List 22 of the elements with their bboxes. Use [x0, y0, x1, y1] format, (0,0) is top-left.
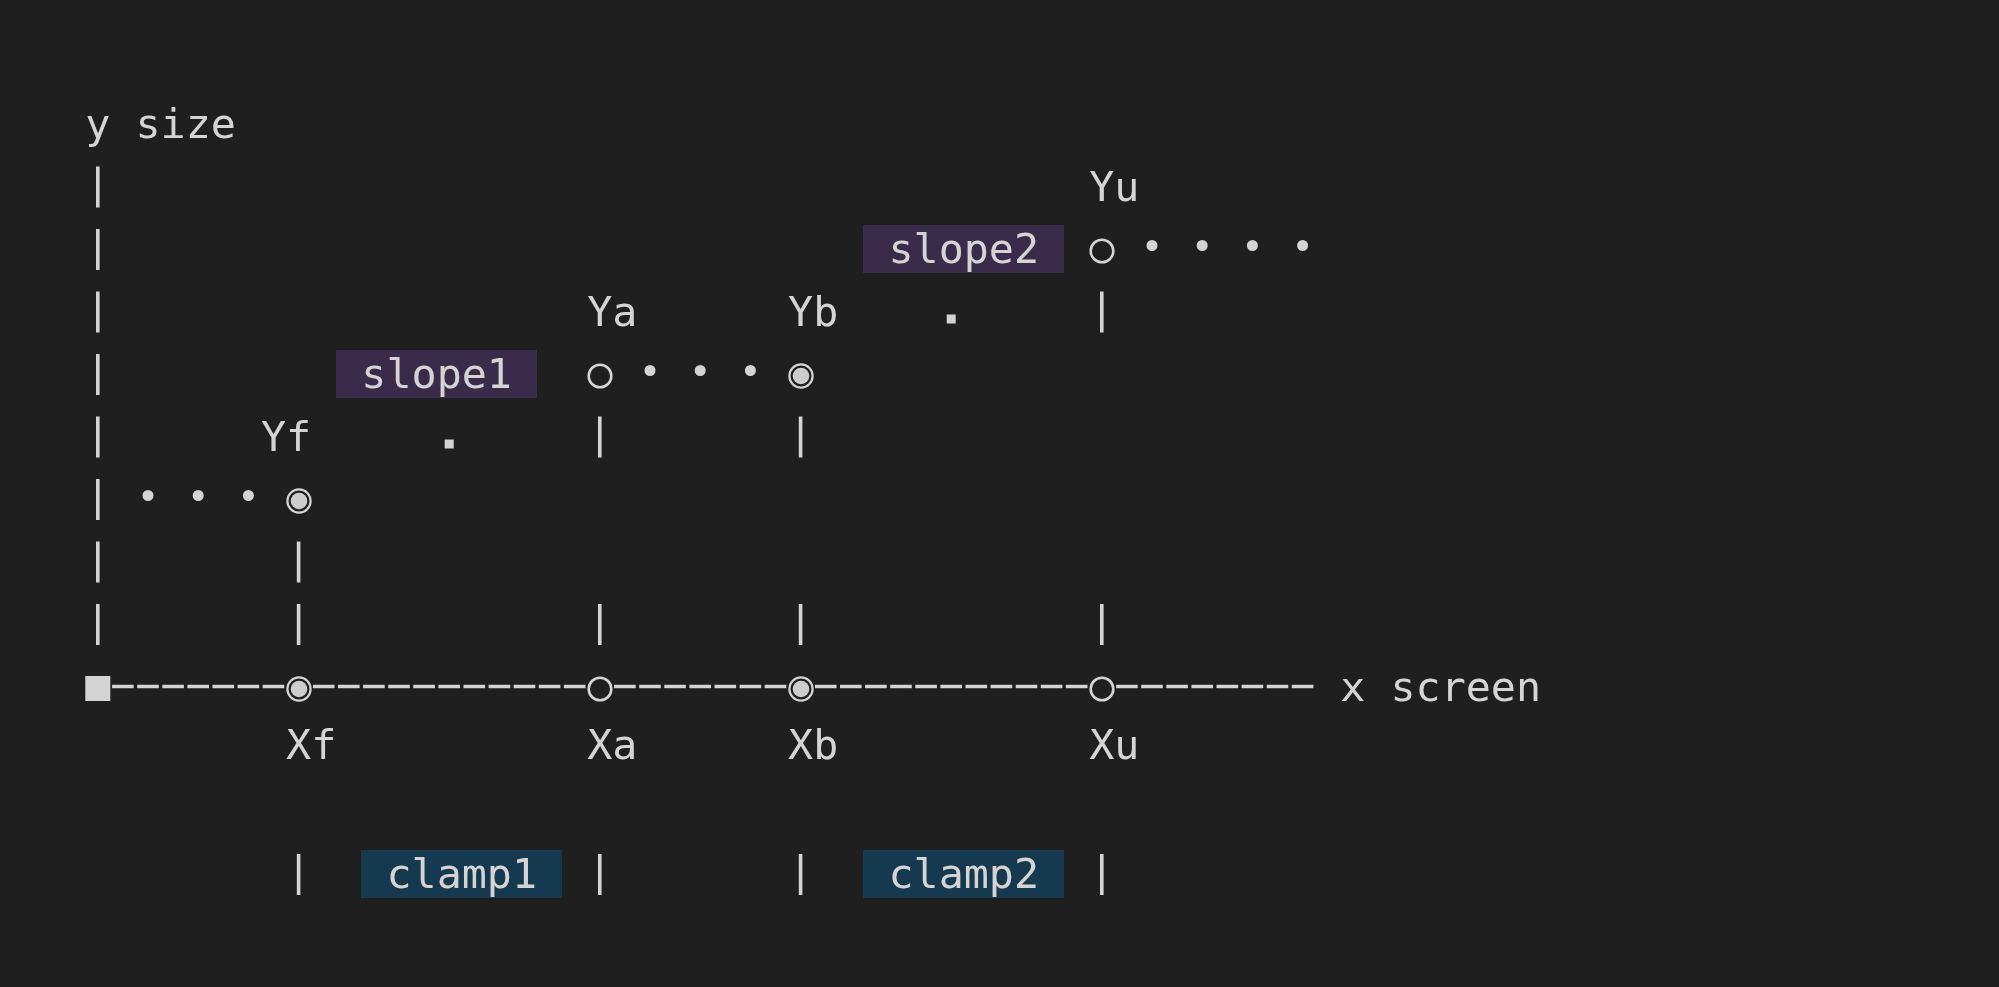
- highlighted-label: slope1: [336, 350, 538, 398]
- point-label: Yf: [260, 412, 312, 461]
- point-label: Xu: [1089, 721, 1140, 769]
- point-label: Yb: [788, 287, 839, 336]
- highlighted-label: clamp1: [361, 850, 563, 898]
- open-point-marker: [1088, 675, 1115, 702]
- axis-label: y size: [85, 100, 236, 148]
- filled-point-marker: [285, 488, 312, 514]
- filled-point-marker: [787, 675, 814, 702]
- axis-label: x screen: [1340, 662, 1542, 711]
- point-label: Xa: [587, 721, 638, 769]
- open-point-marker: [586, 675, 613, 702]
- point-label: Yu: [1089, 162, 1140, 211]
- open-point-marker: [1088, 238, 1115, 264]
- filled-point-marker: [285, 675, 312, 702]
- point-label: Xb: [788, 721, 839, 769]
- filled-point-marker: [787, 363, 814, 389]
- point-label: Ya: [587, 287, 638, 336]
- highlighted-label: slope2: [863, 225, 1065, 273]
- highlighted-label: clamp2: [863, 850, 1065, 898]
- open-point-marker: [586, 363, 613, 389]
- point-label: Xf: [286, 721, 337, 769]
